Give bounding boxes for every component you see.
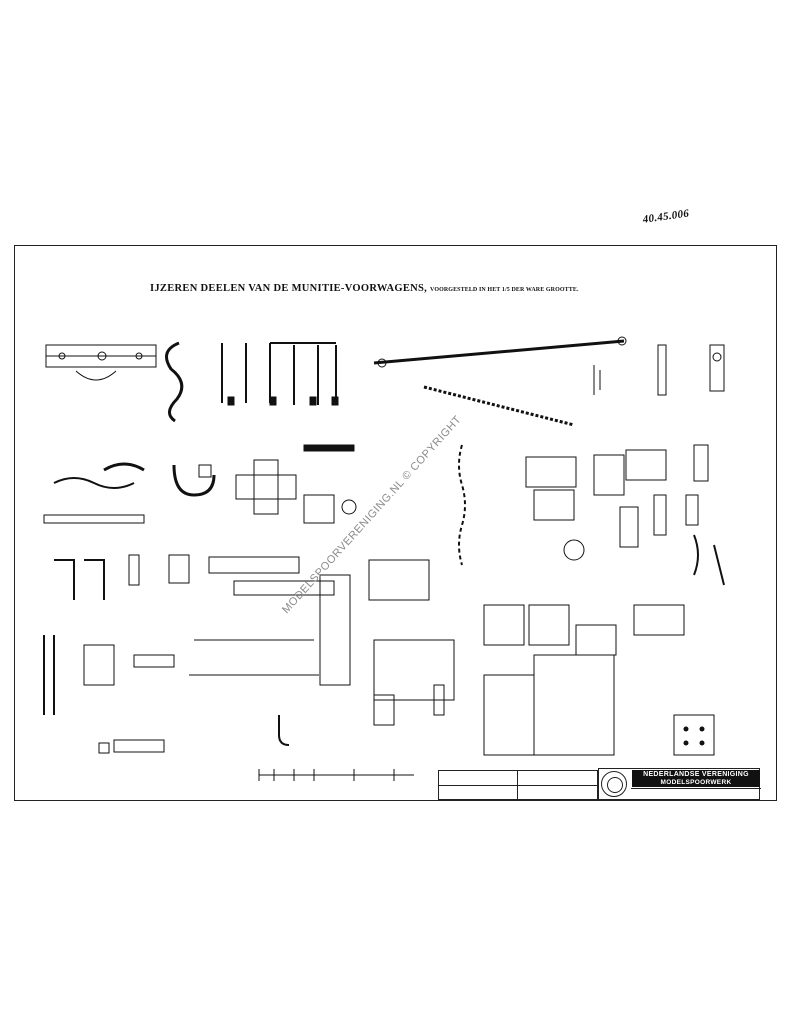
title-block-left xyxy=(438,770,598,800)
figure-hook-assembly xyxy=(172,464,216,497)
figure-plate-grid xyxy=(483,604,715,756)
organization-name-line1: NEDERLANDSE VERENIGING xyxy=(632,770,760,779)
drawing-title-sub: VOORGESTELD IN HET 1/5 DER WARE GROOTTE. xyxy=(430,287,579,293)
figure-scale-bar xyxy=(258,769,414,781)
figure-beam-long xyxy=(208,556,430,686)
drawing-title-main: IJZEREN DEELEN VAN DE MUNITIE-VOORWAGENS… xyxy=(150,283,428,294)
title-block-divider xyxy=(631,788,761,789)
title-block-divider xyxy=(439,785,597,786)
drawing-title: IJZEREN DEELEN VAN DE MUNITIE-VOORWAGENS… xyxy=(150,283,579,294)
figure-bracket-set xyxy=(525,449,667,561)
figure-small-angles xyxy=(54,554,190,600)
drawing-reference-number: 40.45.006 xyxy=(642,207,690,226)
organization-name-line2: MODELSPOORWERK xyxy=(632,779,760,787)
technical-drawing-figures xyxy=(43,336,725,781)
figure-bolt-column xyxy=(593,344,725,396)
association-seal-icon xyxy=(601,771,627,797)
figure-side-bars xyxy=(43,635,455,716)
figure-bottom-parts xyxy=(98,694,395,754)
title-block-divider xyxy=(517,771,518,799)
figure-chain-links xyxy=(43,462,145,524)
figure-cross-fitting xyxy=(235,444,357,524)
figure-vertical-chain xyxy=(458,444,466,566)
figure-rail-bracket xyxy=(45,344,157,381)
figure-pin-column xyxy=(685,444,725,586)
figure-s-hook xyxy=(165,341,184,423)
drawing-sheet-border xyxy=(14,245,777,801)
figure-u-bars xyxy=(221,342,339,406)
figure-long-tie-rod xyxy=(373,336,627,427)
